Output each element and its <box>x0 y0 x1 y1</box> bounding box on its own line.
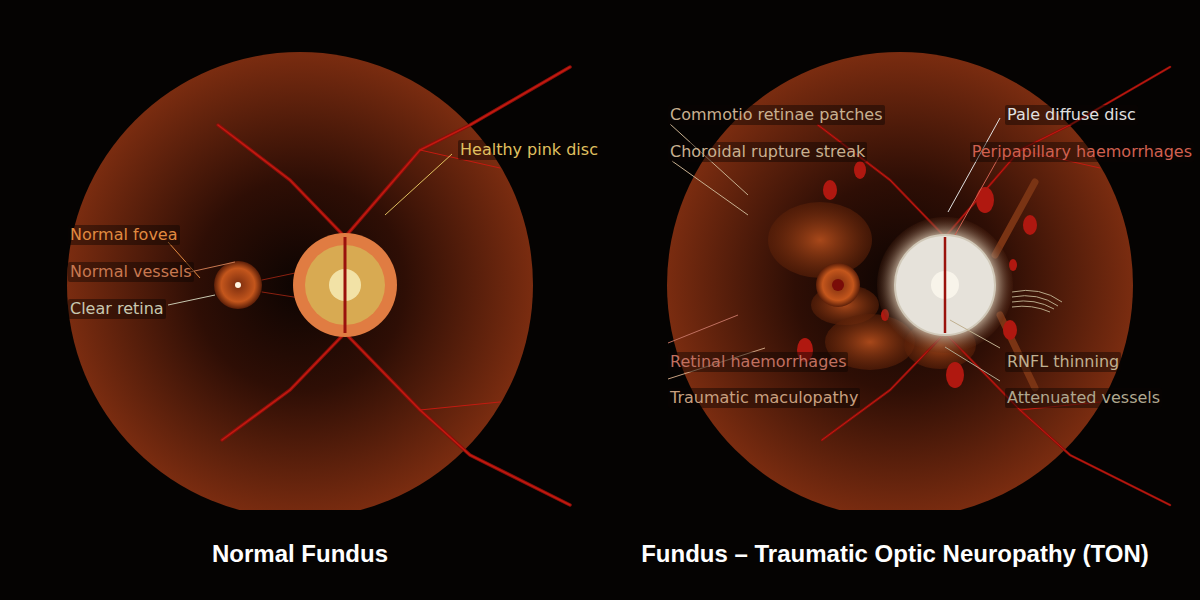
callout-label: Normal vessels <box>68 262 194 282</box>
leader-lines <box>950 320 1000 348</box>
retinal-vessels <box>345 333 570 505</box>
fovea <box>214 261 262 309</box>
leader-lines <box>672 161 748 215</box>
callout-label: Normal fovea <box>68 225 180 245</box>
disc-halo <box>877 217 1013 353</box>
haemorrhage <box>1003 320 1017 340</box>
fovea <box>816 263 860 307</box>
retinal-vessels <box>420 402 500 410</box>
central-vessel <box>944 237 947 333</box>
leader-lines <box>168 295 215 305</box>
macular-haemorrhage <box>832 279 844 291</box>
pale-disc <box>895 235 995 335</box>
fundus-panel: Fundus – Traumatic Optic Neuropathy (TON… <box>596 52 1194 574</box>
foveal-reflex <box>235 282 241 288</box>
optic-disc <box>293 233 397 337</box>
leader-lines <box>945 347 1000 381</box>
retinal-vessels <box>222 333 345 440</box>
callout-label: RNFL thinning <box>1005 352 1121 372</box>
haemorrhage <box>1023 215 1037 235</box>
retinal-vessels <box>218 125 345 237</box>
rnfl-striations <box>1012 306 1050 312</box>
attenuated-vessels <box>818 67 1170 505</box>
ton-fundus <box>667 52 1170 510</box>
leader-lines <box>385 154 452 215</box>
leader-lines <box>955 155 1000 235</box>
callout-label: Pale diffuse disc <box>1005 105 1138 125</box>
leader-lines <box>948 118 1000 212</box>
leader-lines <box>190 262 235 272</box>
attenuated-vessels <box>818 67 1170 505</box>
retinal-vessels <box>222 333 345 440</box>
callout-label: Peripapillary haemorrhages <box>970 142 1194 162</box>
haemorrhage <box>976 187 994 213</box>
central-vessel <box>344 237 347 333</box>
rnfl-striations <box>1012 290 1062 312</box>
normal-fundus <box>67 52 570 510</box>
retinal-vessels <box>218 67 570 505</box>
callout-label: Retinal haemorrhages <box>668 352 848 372</box>
callout-label: Traumatic maculopathy <box>668 388 860 408</box>
haemorrhage <box>854 161 866 179</box>
panel-heading: Fundus – Traumatic Optic Neuropathy (TON… <box>596 540 1194 568</box>
leader-lines <box>668 315 738 343</box>
haemorrhage <box>823 180 837 200</box>
retinal-vessels <box>218 67 570 505</box>
attenuated-vessels <box>945 333 1170 505</box>
callout-label: Clear retina <box>68 299 166 319</box>
attenuated-vessels <box>945 333 1170 505</box>
rnfl-striations <box>1012 301 1054 309</box>
callout-label: Commotio retinae patches <box>668 105 885 125</box>
callout-label: Attenuated vessels <box>1005 388 1162 408</box>
commotio-patch <box>768 202 872 278</box>
leader-lines <box>168 118 1000 381</box>
callout-label: Healthy pink disc <box>458 140 600 160</box>
haemorrhage <box>946 362 964 388</box>
retinal-vessels <box>345 333 570 505</box>
callout-label: Choroidal rupture streak <box>668 142 867 162</box>
retinal-vessels <box>218 125 345 237</box>
panel-heading: Normal Fundus <box>60 540 540 568</box>
retina-disc <box>67 52 533 510</box>
